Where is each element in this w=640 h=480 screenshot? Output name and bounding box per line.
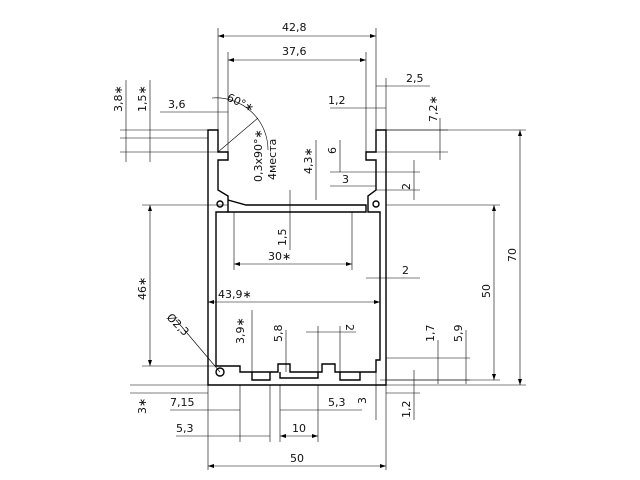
dim-43-9: 43,9∗ bbox=[218, 288, 252, 301]
dim-50-right: 50 bbox=[480, 284, 493, 298]
dim-30: 30∗ bbox=[268, 250, 291, 263]
arrowheads bbox=[148, 34, 522, 468]
dim-10: 10 bbox=[292, 422, 306, 435]
dim-1-2-bottom: 1,2 bbox=[400, 401, 413, 419]
dim-5-3-right: 5,3 bbox=[328, 396, 346, 409]
dim-3-bottom: 3 bbox=[356, 397, 369, 404]
dim-2-mid: 2 bbox=[402, 264, 409, 277]
dim-4-3: 4,3∗ bbox=[302, 147, 315, 174]
dim-50-bottom: 50 bbox=[290, 452, 304, 465]
dim-7-15: 7,15 bbox=[170, 396, 195, 409]
dim-3-8: 3,8∗ bbox=[112, 85, 125, 112]
dim-46: 46∗ bbox=[136, 277, 149, 300]
dim-37-6: 37,6 bbox=[282, 45, 307, 58]
dim-1-5-mid: 1,5 bbox=[276, 229, 289, 247]
dim-3-6: 3,6 bbox=[168, 98, 186, 111]
dimension-labels: 42,8 37,6 2,5 1,2 7,2∗ 3,8∗ 1,5∗ 3,6 60°… bbox=[112, 21, 519, 465]
dim-chamfer: 0,3x90°∗ bbox=[252, 129, 265, 182]
dim-1-7: 1,7 bbox=[424, 325, 437, 343]
dim-6: 6 bbox=[326, 147, 339, 154]
dim-5-8: 5,8 bbox=[272, 325, 285, 343]
dim-1-5-left: 1,5∗ bbox=[136, 85, 149, 112]
dim-42-8: 42,8 bbox=[282, 21, 307, 34]
dim-5-3-left: 5,3 bbox=[176, 422, 194, 435]
dim-3-left-bottom: 3∗ bbox=[136, 398, 149, 414]
dim-3-9: 3,9∗ bbox=[234, 317, 247, 344]
dim-places: 4места bbox=[266, 139, 279, 180]
dim-dia-2-3: Ø2,3 bbox=[164, 311, 192, 339]
dim-1-2-top: 1,2 bbox=[328, 94, 346, 107]
dim-7-2: 7,2∗ bbox=[427, 95, 440, 122]
dim-5-9: 5,9 bbox=[452, 325, 465, 343]
dim-2-slot: 2 bbox=[343, 324, 356, 331]
dim-2-5: 2,5 bbox=[406, 72, 424, 85]
dim-3-top: 3 bbox=[342, 173, 349, 186]
dim-60-deg: 60°∗ bbox=[225, 91, 257, 115]
profile-outline bbox=[207, 129, 387, 386]
dim-2-top: 2 bbox=[400, 183, 413, 190]
dim-70: 70 bbox=[506, 248, 519, 262]
dimension-lines bbox=[120, 28, 526, 470]
